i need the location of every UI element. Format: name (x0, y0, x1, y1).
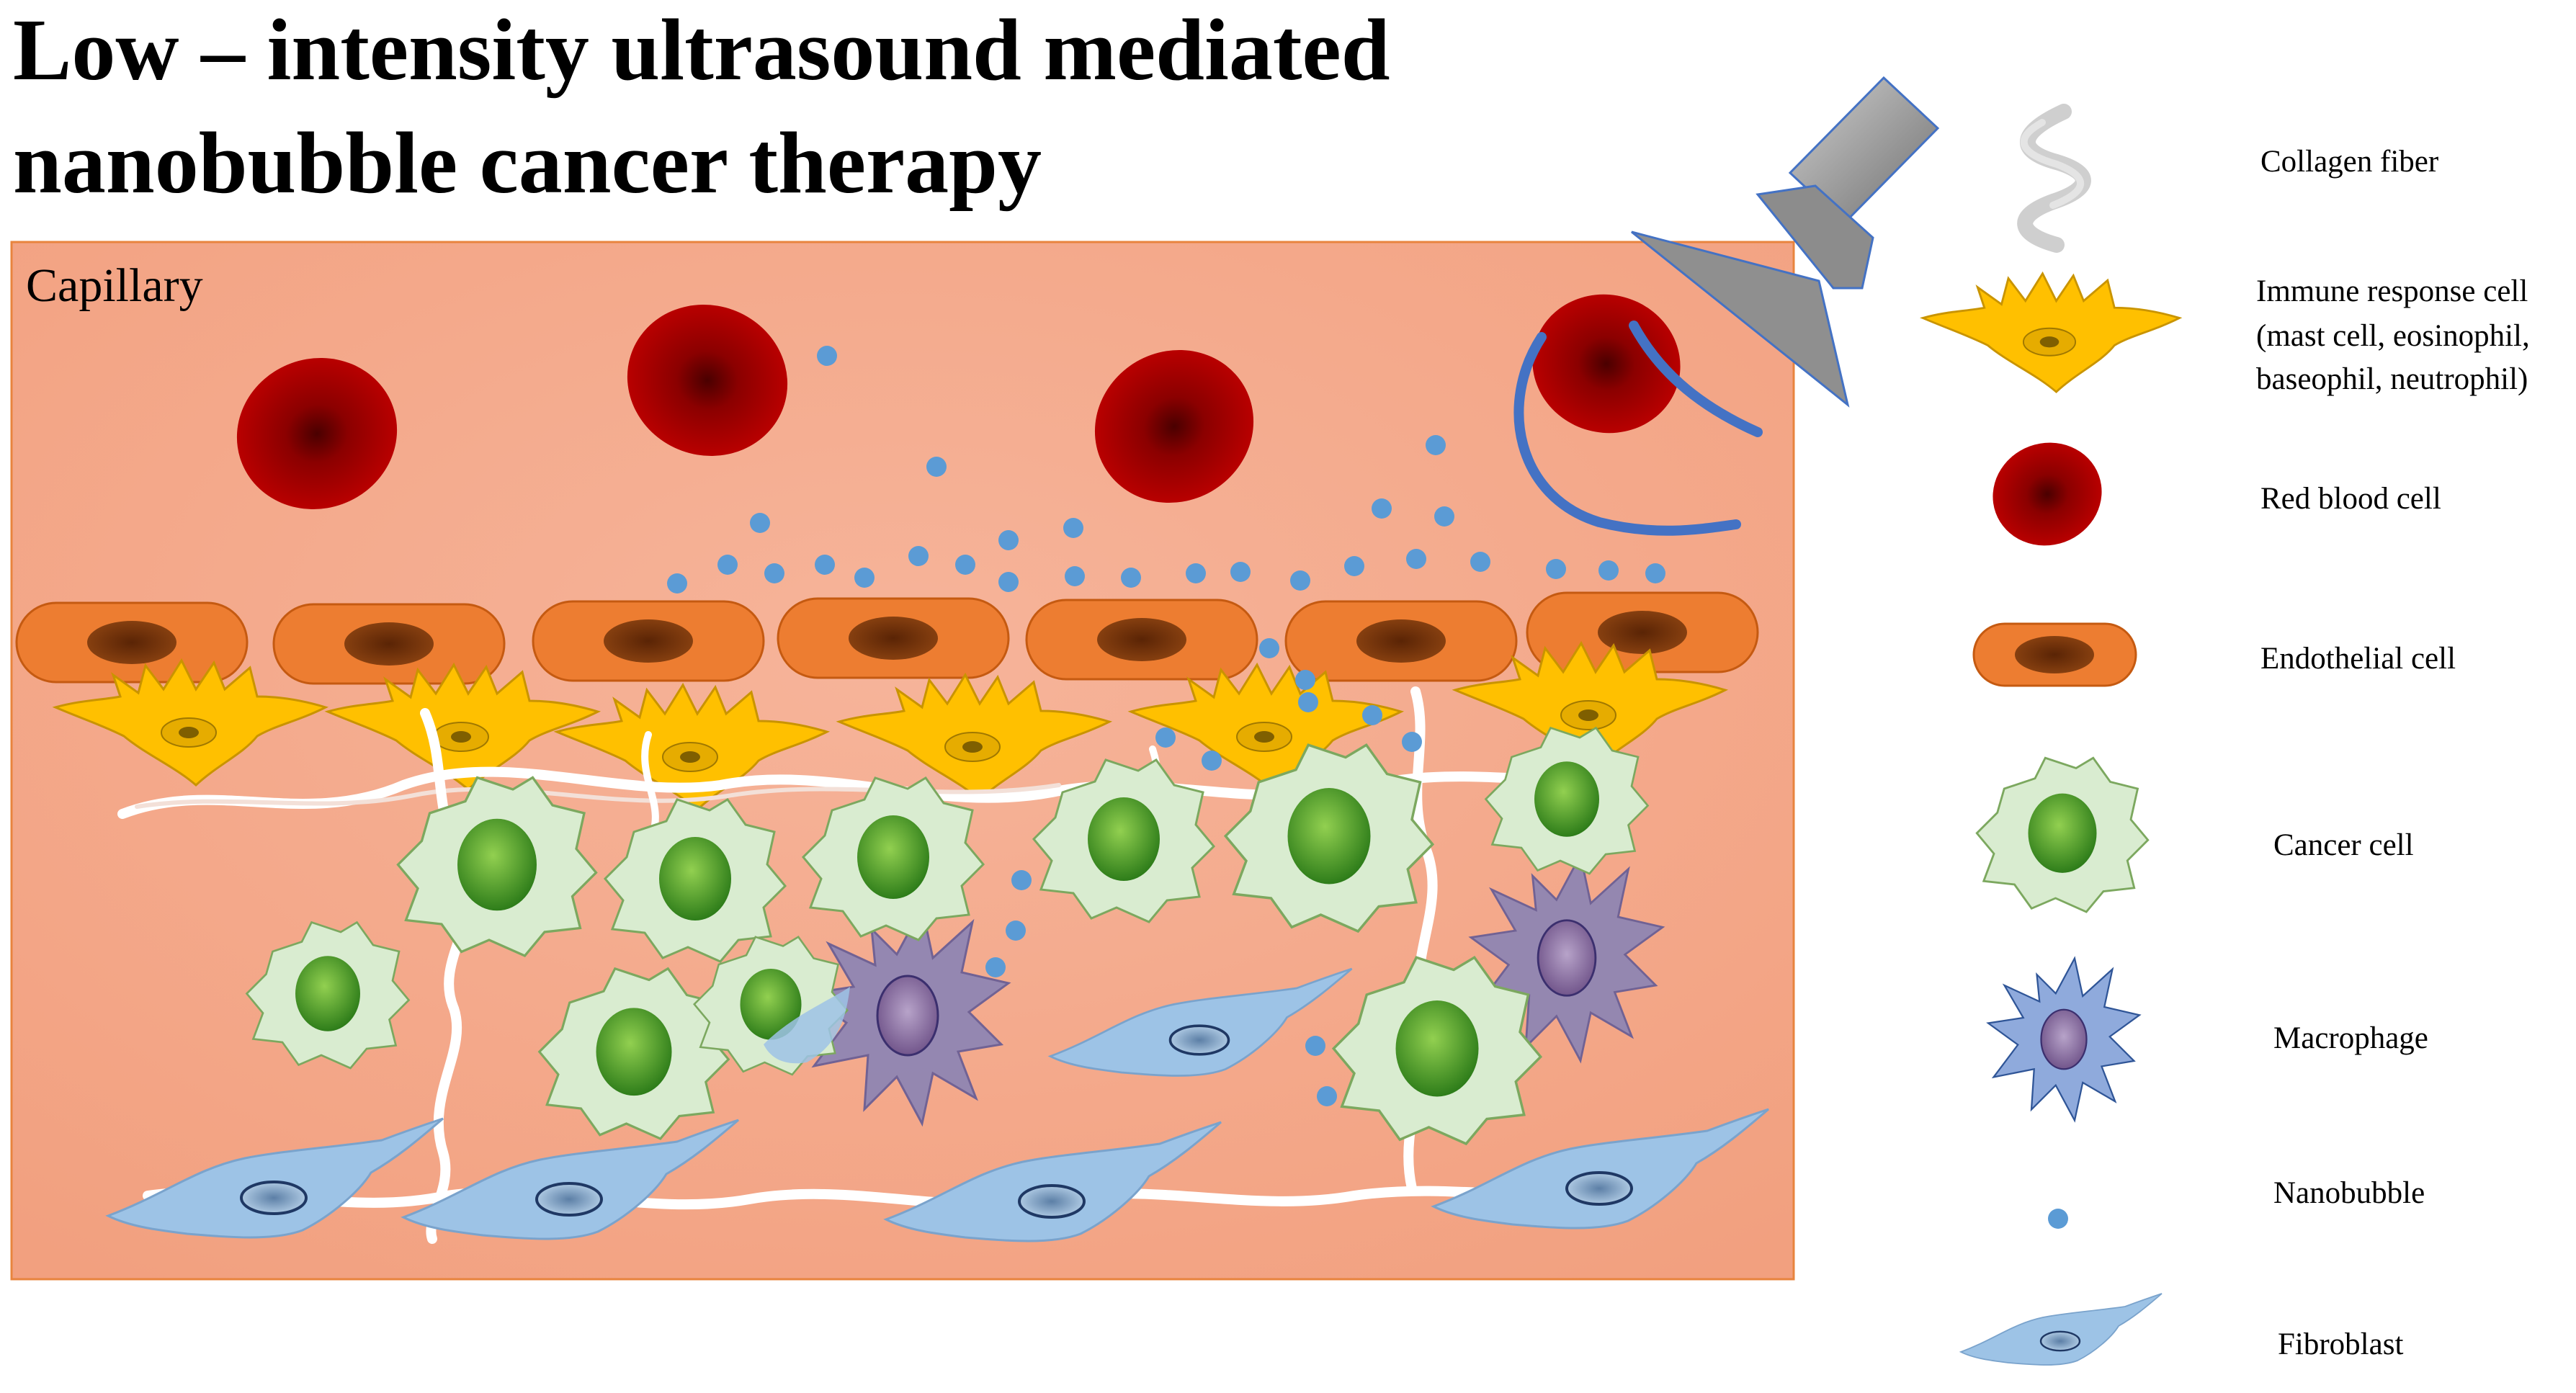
legend: Collagen fiber Immune response cell (mas… (1921, 104, 2530, 1366)
nanobubble (1434, 506, 1454, 527)
nanobubble (1317, 1086, 1337, 1106)
nanobubble (1155, 727, 1176, 748)
nanobubble (1065, 566, 1085, 586)
legend-immune-label-line1: Immune response cell (2256, 274, 2528, 308)
nanobubble (955, 555, 975, 575)
fibroblasts (107, 967, 1770, 1242)
ultrasound-wave-outer (1513, 332, 1741, 536)
collagen-fiber (143, 1186, 1640, 1210)
nanobubble (1202, 751, 1222, 771)
nanobubble (1011, 870, 1032, 890)
ultrasound-waves (1513, 321, 1763, 536)
nanobubble (1362, 705, 1382, 725)
legend-endothelial-icon (1972, 622, 2137, 687)
nanobubble (1372, 498, 1392, 519)
nanobubble (1344, 556, 1364, 576)
legend-red-blood-cell-label: Red blood cell (2260, 482, 2441, 516)
nanobubble (1186, 563, 1206, 583)
nanobubble (1426, 435, 1446, 455)
nanobubble (854, 568, 875, 588)
nanobubble (667, 573, 687, 594)
legend-collagen-label: Collagen fiber (2260, 145, 2438, 179)
nanobubble (1546, 559, 1566, 579)
nanobubble (750, 513, 770, 533)
nanobubble (985, 957, 1006, 977)
nanobubble (1645, 563, 1665, 583)
title-line-1: Low – intensity ultrasound mediated (13, 1, 1390, 99)
endothelial-cell (272, 603, 506, 685)
legend-macrophage-icon (1986, 956, 2142, 1123)
legend-macrophage-label: Macrophage (2273, 1021, 2428, 1055)
nanobubble (1598, 560, 1619, 581)
legend-collagen-icon (2017, 104, 2091, 253)
nanobubble (1259, 638, 1279, 658)
endothelial-cell (532, 600, 765, 682)
nanobubble (998, 530, 1019, 550)
nanobubble (1402, 732, 1422, 752)
nanobubbles (667, 346, 1665, 1106)
legend-fibroblast-label: Fibroblast (2278, 1327, 2403, 1361)
ultrasound-wave-inner (1629, 321, 1763, 437)
legend-red-blood-cell-icon (1978, 427, 2116, 561)
legend-nanobubble-icon (2048, 1209, 2068, 1229)
nanobubble (1063, 518, 1083, 538)
legend-immune-label-line2: (mast cell, eosinophil, (2256, 319, 2530, 353)
legend-immune-cell-icon (1921, 272, 2181, 393)
legend-endothelial-label: Endothelial cell (2260, 642, 2456, 676)
nanobubble (717, 555, 738, 575)
legend-fibroblast-icon (1959, 1292, 2163, 1366)
ultrasound-probe (1631, 76, 1940, 408)
nanobubble (1121, 568, 1141, 588)
nanobubble (1290, 570, 1310, 591)
probe-neck (1756, 184, 1874, 290)
legend-immune-label-line3: baseophil, neutrophil) (2256, 362, 2528, 396)
nanobubble (1295, 670, 1315, 690)
probe-head (1631, 230, 1850, 408)
endothelial-cell (1284, 600, 1518, 682)
nanobubble (815, 555, 835, 575)
legend-cancer-label: Cancer cell (2273, 828, 2414, 862)
nanobubble (764, 563, 784, 583)
nanobubble (1006, 921, 1026, 941)
nanobubble (1230, 562, 1251, 582)
capillary-label: Capillary (26, 259, 203, 312)
nanobubble (1305, 1036, 1325, 1056)
nanobubble (998, 572, 1019, 592)
nanobubble (908, 546, 929, 566)
fibroblast-fragment (764, 987, 850, 1064)
endothelial-cell (777, 597, 1010, 679)
legend-nanobubble-label: Nanobubble (2273, 1176, 2425, 1210)
nanobubble (926, 457, 947, 477)
endothelial-cell (1025, 599, 1258, 681)
title-line-2: nanobubble cancer therapy (13, 115, 1042, 212)
tissue-panel: Capillary (10, 241, 1795, 1281)
nanobubble (1406, 549, 1426, 569)
nanobubble (1298, 692, 1318, 712)
nanobubble (817, 346, 837, 366)
nanobubble (1470, 552, 1490, 572)
legend-cancer-cell-icon (1975, 756, 2150, 913)
